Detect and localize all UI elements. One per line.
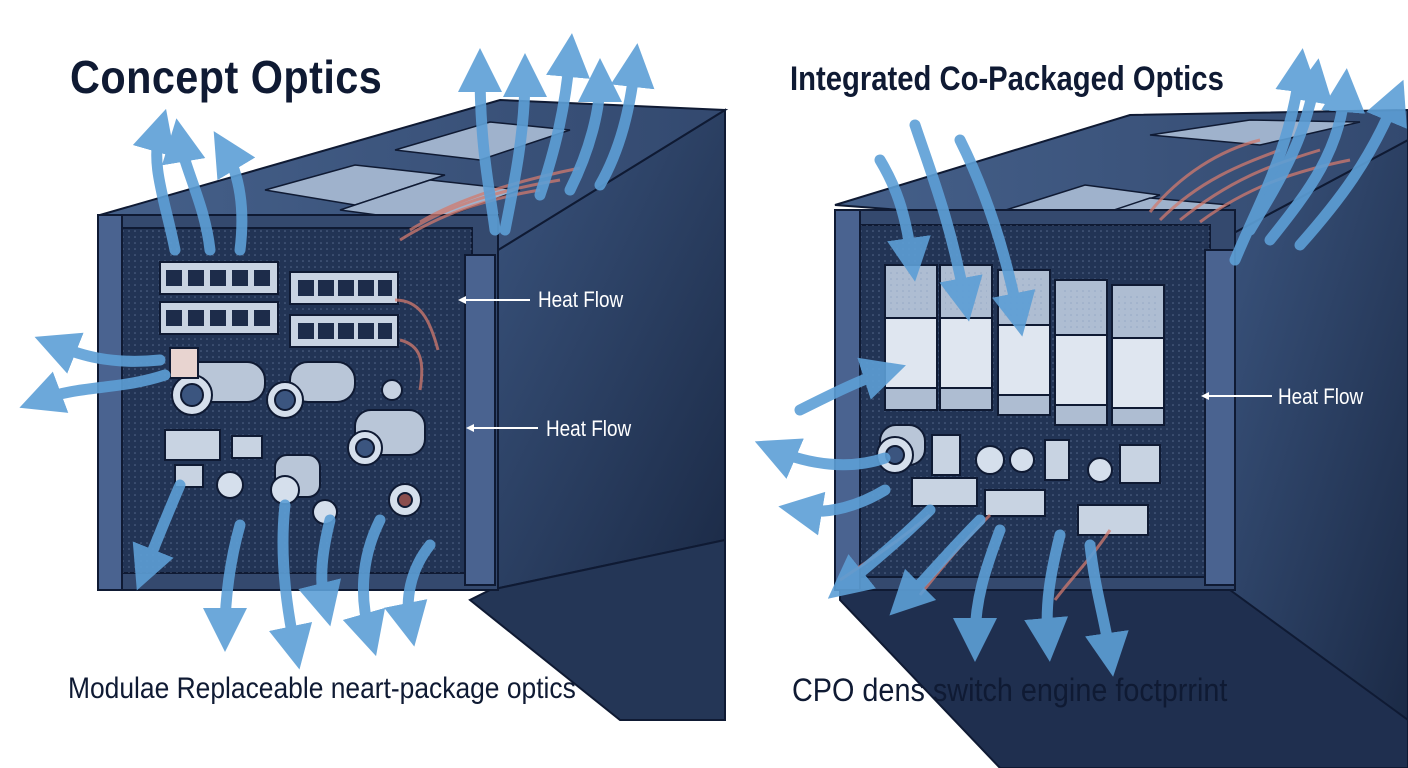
left-panel-caption: Modulae Replaceable neart-package optics [68, 672, 576, 705]
left-airflow-arrows [19, 33, 655, 670]
right-airflow-arrows [754, 48, 1407, 677]
left-panel-title: Concept Optics [70, 51, 383, 103]
left-heat-flow-label-bottom: Heat Flow [546, 416, 632, 441]
right-panel-caption: CPO dens switch engine foctprrint [792, 672, 1228, 708]
right-heat-flow-label: Heat Flow [1278, 384, 1364, 409]
left-optic-cages [159, 261, 399, 348]
left-heat-flow-label-top: Heat Flow [538, 287, 624, 312]
right-panel-title: Integrated Co-Packaged Optics [790, 60, 1224, 98]
left-connectors [164, 347, 426, 525]
left-heat-flow-pointers [458, 296, 538, 432]
